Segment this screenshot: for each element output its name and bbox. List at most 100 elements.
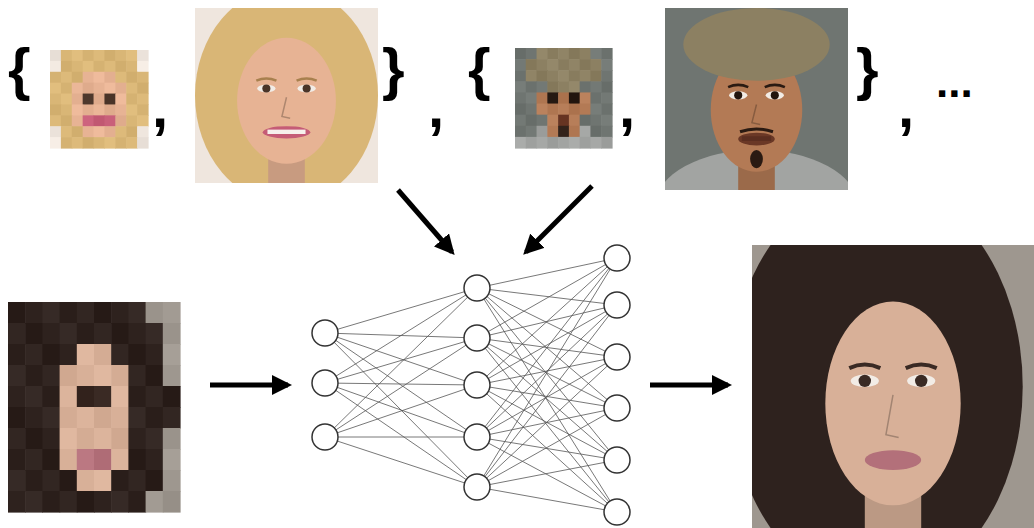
pixel xyxy=(115,115,126,126)
pixel xyxy=(104,72,115,83)
pixel xyxy=(601,115,612,127)
pixel xyxy=(601,104,612,116)
pixel xyxy=(569,92,580,104)
pixel xyxy=(126,104,137,115)
iris xyxy=(859,375,871,387)
pixel xyxy=(128,449,146,471)
pixel xyxy=(25,428,43,450)
arrow xyxy=(526,186,592,252)
pixel xyxy=(137,61,148,72)
pixel xyxy=(126,50,137,61)
pixel xyxy=(94,50,105,61)
teeth xyxy=(267,130,305,134)
pixel xyxy=(83,104,94,115)
pixel xyxy=(50,104,61,115)
eyebrow xyxy=(728,85,748,87)
pixel xyxy=(126,94,137,105)
pixel xyxy=(558,115,569,127)
network-weight xyxy=(325,385,477,437)
pixel xyxy=(580,48,591,60)
network-weight xyxy=(325,383,477,385)
pixel xyxy=(94,470,112,492)
pixel xyxy=(77,428,95,450)
network-weight xyxy=(325,383,477,487)
pixel xyxy=(72,61,83,72)
neuron xyxy=(464,372,490,398)
pixel xyxy=(111,449,129,471)
pixel xyxy=(111,344,129,366)
network-weight xyxy=(477,460,617,487)
pixel xyxy=(558,92,569,104)
pixel xyxy=(61,72,72,83)
pixel xyxy=(72,72,83,83)
network-weight xyxy=(477,258,617,437)
set-punctuation: , xyxy=(898,78,914,136)
pixel xyxy=(61,137,72,148)
pixel xyxy=(569,70,580,82)
neural-network xyxy=(312,245,630,525)
pixel xyxy=(163,407,181,429)
pixel xyxy=(558,81,569,93)
pixel xyxy=(42,323,60,345)
pixel xyxy=(163,386,181,408)
pixel xyxy=(137,115,148,126)
pixel xyxy=(60,407,78,429)
pixel xyxy=(515,92,526,104)
pixel xyxy=(104,50,115,61)
pixel xyxy=(526,126,537,138)
pixel xyxy=(94,386,112,408)
pixel xyxy=(83,83,94,94)
pixel xyxy=(72,94,83,105)
eye-white xyxy=(729,91,747,99)
pixel xyxy=(601,48,612,60)
pixel xyxy=(590,81,601,93)
pixel xyxy=(61,61,72,72)
pixel xyxy=(590,126,601,138)
eye-white xyxy=(907,375,935,387)
pixel xyxy=(547,104,558,116)
pixel xyxy=(580,126,591,138)
pixel xyxy=(515,104,526,116)
pixel xyxy=(115,94,126,105)
network-weight xyxy=(477,305,617,437)
teeth xyxy=(742,136,771,141)
iris xyxy=(734,91,742,99)
pixel xyxy=(72,83,83,94)
cap xyxy=(683,8,829,81)
pixel xyxy=(8,344,26,366)
pixel xyxy=(94,83,105,94)
pixel xyxy=(8,428,26,450)
pixel xyxy=(547,48,558,60)
neuron xyxy=(464,325,490,351)
pixel xyxy=(558,137,569,149)
pixel xyxy=(601,59,612,71)
pixel xyxy=(128,302,146,324)
pixel xyxy=(601,92,612,104)
pixel xyxy=(146,344,164,366)
eyebrow xyxy=(906,365,937,369)
arrow xyxy=(398,190,452,252)
pixel xyxy=(61,104,72,115)
pixel xyxy=(126,72,137,83)
iris xyxy=(915,375,927,387)
network-weight xyxy=(325,383,477,437)
eyebrow xyxy=(849,365,880,369)
pixel xyxy=(111,386,129,408)
pixel xyxy=(25,323,43,345)
neuron xyxy=(604,499,630,525)
pixel xyxy=(77,470,95,492)
pixel xyxy=(580,81,591,93)
pixel xyxy=(137,126,148,137)
pixel xyxy=(547,137,558,149)
network-weight xyxy=(477,487,617,512)
pixel xyxy=(146,470,164,492)
pixel xyxy=(8,302,26,324)
pixel xyxy=(537,81,548,93)
mouth xyxy=(263,126,311,138)
pixel xyxy=(163,449,181,471)
pixel xyxy=(515,81,526,93)
pixel xyxy=(50,72,61,83)
nose xyxy=(752,104,760,124)
neuron xyxy=(464,474,490,500)
mouth xyxy=(738,133,775,146)
